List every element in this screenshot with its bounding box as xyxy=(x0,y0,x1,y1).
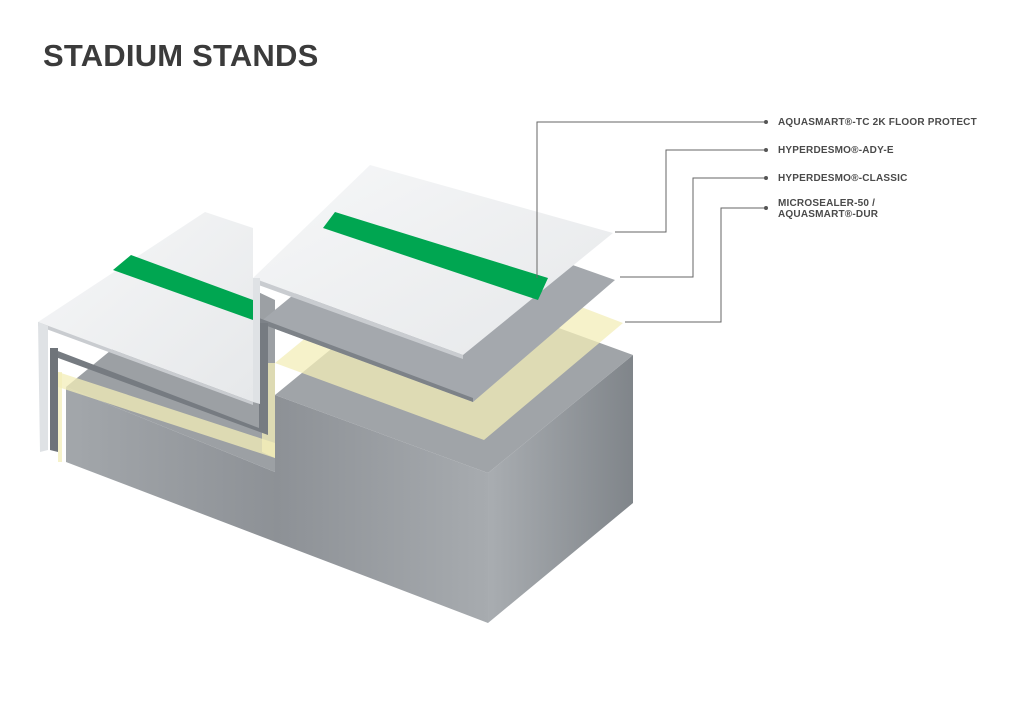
green-stripe-lower xyxy=(113,255,253,320)
leader-dots xyxy=(764,120,768,210)
label-microsealer-line1: MICROSEALER-50 / xyxy=(778,198,876,209)
label-aquasmart-tc: AQUASMART®-TC 2K FLOOR PROTECT xyxy=(778,117,977,128)
label-hyperdesmo-classic: HYPERDESMO®-CLASSIC xyxy=(778,173,908,184)
page-title: STADIUM STANDS xyxy=(43,38,319,73)
label-microsealer: MICROSEALER-50 / AQUASMART®-DUR xyxy=(778,198,878,220)
leader-lines xyxy=(536,121,765,323)
label-hyperdesmo-ady-e: HYPERDESMO®-ADY-E xyxy=(778,145,894,156)
green-stripe-upper xyxy=(323,212,548,300)
label-microsealer-line2: AQUASMART®-DUR xyxy=(778,209,879,220)
